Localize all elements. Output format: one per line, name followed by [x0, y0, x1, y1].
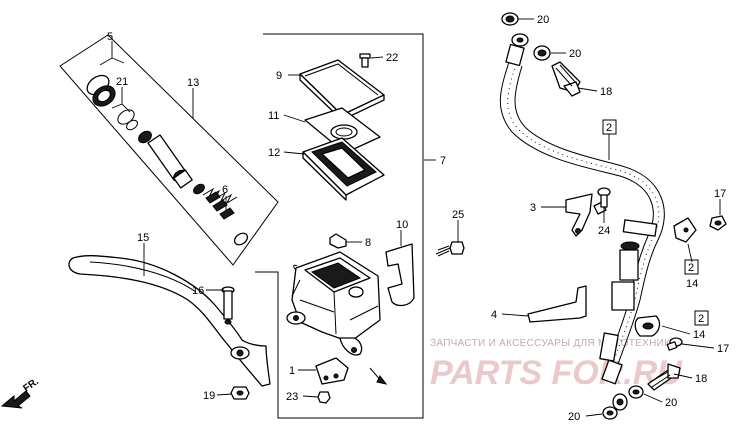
- sealing-washer-upper: [533, 45, 551, 61]
- fluid-port-arrow-head: [376, 375, 388, 385]
- callout-14-lower: 14: [693, 329, 705, 341]
- clip-bolt-upper: [709, 215, 727, 231]
- boxed-ref-frame: [694, 310, 709, 326]
- front-direction-marker: FR.: [0, 376, 41, 409]
- boxed-ref-2-lower: 2: [698, 313, 704, 325]
- watermark-logo: PARTS FOR.RU: [430, 354, 683, 392]
- callout-18-upper: 18: [600, 86, 612, 98]
- callout-20-top: 20: [537, 14, 549, 26]
- clamp-bolt: [435, 241, 465, 257]
- callout-20-upper: 20: [569, 48, 581, 60]
- brake-light-switch: [315, 357, 349, 385]
- piston: [138, 130, 193, 189]
- boxed-references: 2 2 2: [602, 119, 709, 326]
- callout-15: 15: [137, 232, 149, 244]
- callout-11: 11: [268, 110, 279, 122]
- return-spring: [193, 183, 249, 246]
- piston-boot: [86, 74, 116, 107]
- master-cylinder-frame: [255, 33, 424, 419]
- callout-5: 5: [107, 31, 113, 43]
- callout-22: 22: [386, 52, 398, 64]
- callout-25: 25: [452, 209, 464, 221]
- callout-17-lower: 17: [717, 343, 729, 355]
- bracket-bolt: [597, 187, 611, 208]
- callout-3: 3: [530, 202, 536, 214]
- callout-4: 4: [491, 309, 497, 321]
- callout-17-upper: 17: [714, 188, 726, 200]
- cap-screw: [359, 53, 371, 68]
- callout-19: 19: [203, 390, 215, 402]
- callout-6: 6: [222, 184, 228, 196]
- sealing-washer-lower-left: [602, 406, 618, 420]
- hose-clip-upper: [673, 217, 697, 243]
- callout-14-upper: 14: [686, 278, 698, 290]
- callout-12: 12: [268, 147, 280, 159]
- callout-23: 23: [286, 391, 298, 403]
- pivot-nut: [230, 386, 250, 400]
- front-label: FR.: [21, 376, 41, 394]
- hose-upper-fitting: [505, 33, 529, 67]
- callout-1: 1: [289, 365, 295, 377]
- sealing-washer-lower-right: [628, 385, 644, 399]
- callout-9: 9: [276, 70, 282, 82]
- hose-guide-bracket: [565, 193, 607, 237]
- callout-7: 7: [440, 155, 446, 167]
- callout-20-lower-right: 20: [665, 397, 677, 409]
- callout-13: 13: [187, 77, 199, 89]
- callout-labels: 5 21 13 6 15 16 19 9 22 11 12 7 10 8 1 2…: [107, 14, 729, 423]
- front-arrow-icon: [0, 390, 31, 409]
- sealing-washer-top: [501, 12, 519, 26]
- callout-18-lower: 18: [695, 373, 707, 385]
- hose-stay: [527, 285, 587, 323]
- lever-pivot-bolt: [221, 286, 235, 325]
- circlip: [117, 109, 138, 131]
- callout-16: 16: [192, 285, 204, 297]
- switch-mount-screw: [317, 391, 331, 404]
- watermark-tagline: ЗАПЧАСТИ И АКСЕССУАРЫ ДЛЯ МОТОТЕХНИКИ: [430, 338, 678, 349]
- master-cylinder-body: [286, 251, 381, 356]
- callout-24: 24: [598, 225, 610, 237]
- boxed-ref-frame: [602, 119, 617, 135]
- banjo-bolt-upper: [551, 61, 581, 97]
- hose-lower-fitting: [599, 332, 628, 411]
- reservoir-diaphragm: [302, 137, 385, 201]
- piston-kit-frame: [59, 34, 279, 266]
- callout-20-lower-left: 20: [568, 411, 580, 423]
- callout-21: 21: [116, 76, 128, 88]
- boxed-ref-frame: [684, 259, 699, 275]
- callout-8: 8: [365, 237, 371, 249]
- leader-lines: [99, 18, 721, 417]
- clip-bolt-lower: [666, 337, 683, 351]
- hose-clip-lower: [634, 315, 661, 337]
- callout-10: 10: [396, 219, 408, 231]
- boxed-ref-2-upper: 2: [606, 122, 612, 134]
- switch-screw: [329, 233, 347, 249]
- brake-lever: [68, 255, 271, 387]
- boxed-ref-2-mid: 2: [688, 262, 694, 274]
- hose-grommet: [611, 219, 658, 311]
- lever-boot: [385, 243, 415, 307]
